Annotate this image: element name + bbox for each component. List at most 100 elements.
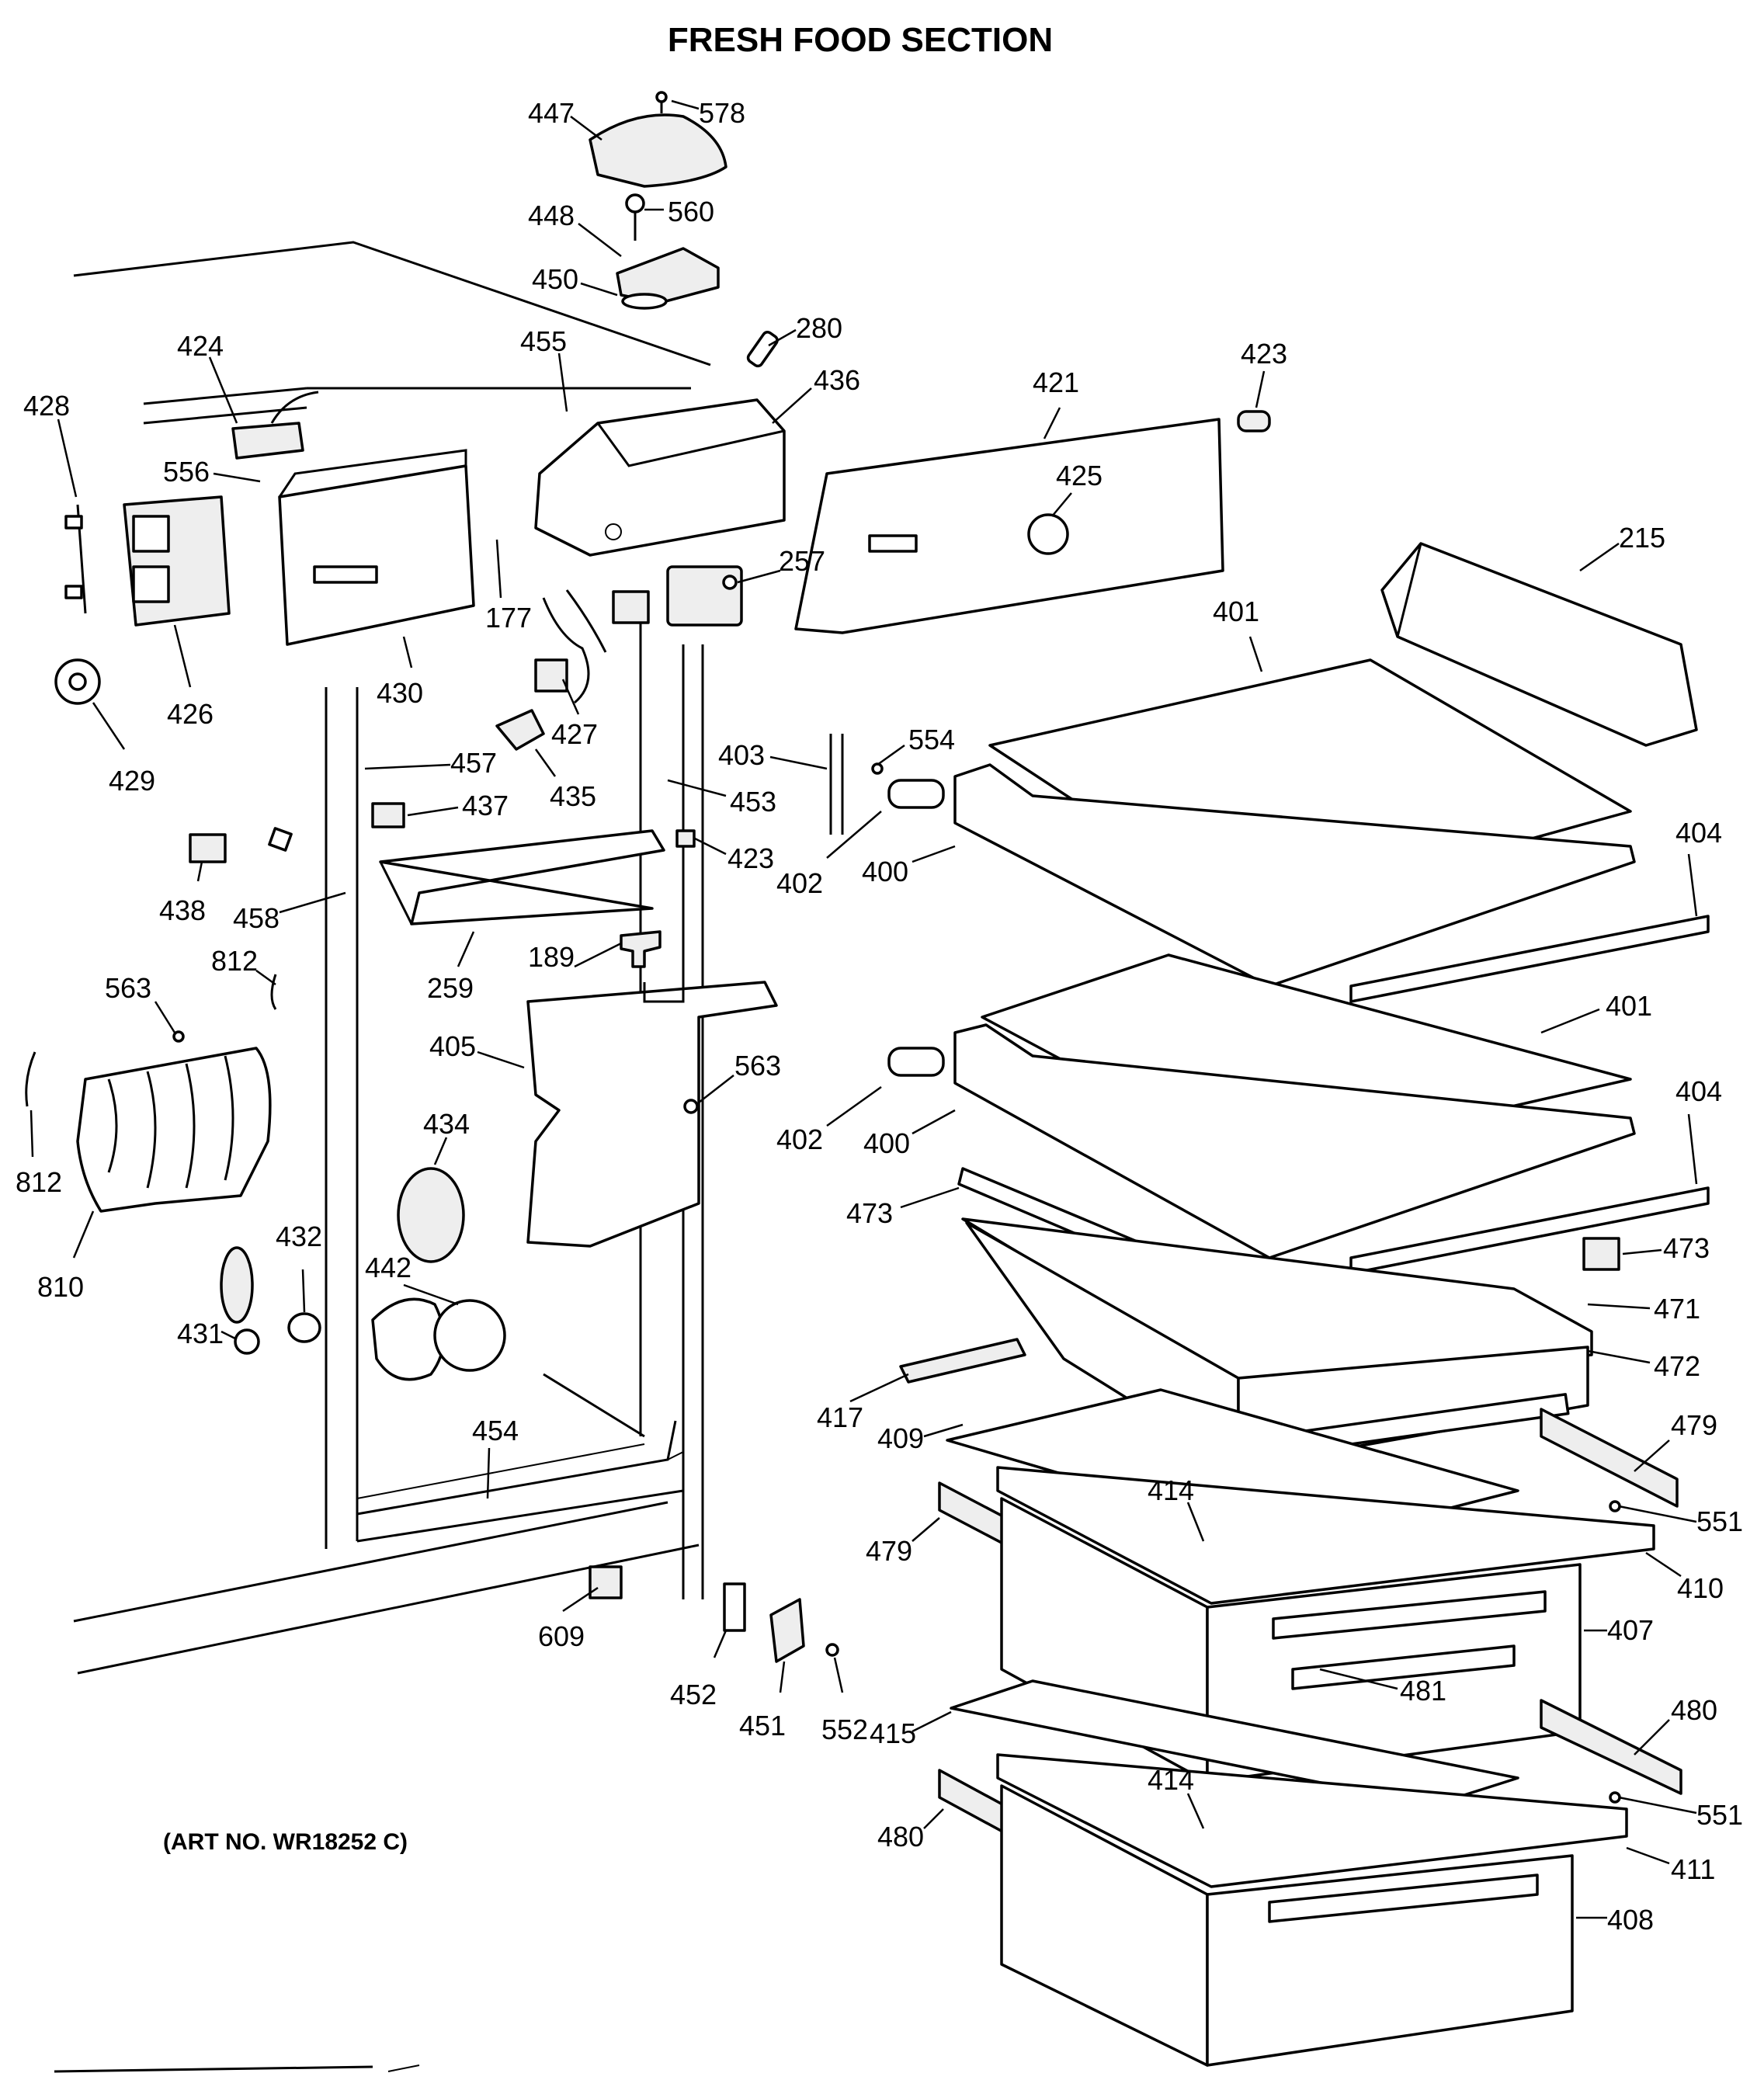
callout-label: 480 [877,1821,924,1853]
slide-rail-480-right [1540,1699,1682,1795]
control-housing-430 [278,449,475,646]
callout-label: 455 [520,325,567,357]
callout-label: 400 [862,856,908,887]
callout-label: 259 [427,972,474,1004]
callout: 408 [1576,1904,1654,1936]
hinge-screw-icon [655,91,668,113]
callout: 481 [1319,1668,1446,1707]
top-hinge-cover [589,113,727,188]
callout-label: 578 [699,97,745,129]
callout: 437 [407,790,509,821]
callout: 404 [1675,1075,1722,1185]
callout: 551 [1618,1505,1743,1537]
callout-label: 408 [1607,1904,1654,1936]
glass-415 [950,1679,1519,1807]
thermostat-control-icon [231,391,319,460]
callout-label: 551 [1696,1505,1743,1537]
rail-417-icon [899,1338,1026,1384]
bushing-432-icon [287,1312,321,1343]
callout-label: 426 [167,698,214,730]
callout-label: 556 [163,456,210,488]
callout: 473 [846,1186,960,1229]
callout: 552 [821,1657,868,1745]
callout-label: 401 [1213,596,1259,627]
callout: 427 [551,679,598,750]
callout: 812 [211,945,276,986]
callout: 405 [429,1030,525,1069]
callout-label: 435 [550,780,596,812]
callout-label: 414 [1148,1474,1194,1506]
callout: 417 [817,1373,909,1433]
callout-label: 479 [1671,1409,1717,1441]
callout-label: 417 [817,1401,863,1433]
callout: 479 [866,1517,940,1567]
callout: 578 [671,97,745,129]
callout-label: 431 [177,1318,224,1349]
callout: 425 [1051,460,1102,517]
light-bulb-socket-icon [495,709,545,751]
callout-label: 560 [668,196,714,227]
callout: 471 [1587,1293,1700,1325]
callout: 407 [1584,1614,1654,1646]
callout: 480 [877,1808,944,1853]
callout: 431 [177,1318,238,1349]
water-tube-812-icon [25,974,277,1107]
callout-label: 810 [37,1271,84,1303]
callout: 414 [1148,1764,1205,1829]
callout-label: 473 [846,1197,893,1229]
callout-label: 427 [551,718,598,750]
callout: 259 [427,931,475,1004]
callout-label: 447 [528,97,575,129]
callout: 215 [1579,522,1665,572]
callout: 415 [870,1710,952,1749]
callout-label: 407 [1607,1614,1654,1646]
floor-454-icon [356,1443,645,1499]
callout-label: 425 [1056,460,1102,491]
dial-knob-icon [54,658,101,705]
callout-label: 438 [159,894,206,926]
callout-label: 442 [365,1252,411,1283]
callout-label: 423 [1241,338,1287,370]
callout-label: 452 [670,1679,717,1710]
callout-label: 479 [866,1535,912,1567]
callout-label: 453 [730,786,776,818]
art-number: (ART NO. WR18252 C) [163,1829,408,1855]
callout: 447 [528,97,602,141]
callout-label: 401 [1606,990,1652,1022]
screw-563-icon [683,1099,699,1114]
callout-label: 554 [908,724,955,755]
shelf-frame-lower [953,1023,1636,1259]
callout-label: 414 [1148,1764,1194,1796]
callout: 810 [37,1210,95,1303]
air-duct-436 [534,398,786,557]
callout-label: 563 [734,1050,781,1082]
callout: 400 [863,1109,956,1159]
callout: 410 [1645,1551,1724,1604]
callout-label: 481 [1400,1675,1446,1707]
callout-label: 403 [718,739,765,771]
callout-label: 812 [211,945,258,977]
grommet-423-icon [1237,410,1271,432]
drawer-front-410 [996,1466,1655,1605]
callout: 458 [233,891,346,934]
wiring-harness-icon [534,589,650,704]
callout-label: 424 [177,330,224,362]
hinge-plate-452-icon [723,1582,746,1632]
screw-563b-icon [172,1030,185,1043]
switch-437-icon [371,802,405,828]
callout-label: 480 [1671,1694,1717,1726]
callout-label: 551 [1696,1799,1743,1831]
callout-label: 405 [429,1030,476,1062]
callout-label: 411 [1671,1853,1715,1885]
callout: 556 [163,456,261,488]
hinge-pin-icon [746,331,779,368]
callout: 455 [520,325,568,412]
callout: 411 [1626,1846,1715,1885]
hinge-451-icon [769,1598,805,1663]
callout: 435 [534,748,596,812]
callout-label: 437 [462,790,509,821]
control-panel-421 [794,418,1224,634]
slide-rail-479-right [1540,1408,1679,1508]
callout-label: 429 [109,765,155,797]
